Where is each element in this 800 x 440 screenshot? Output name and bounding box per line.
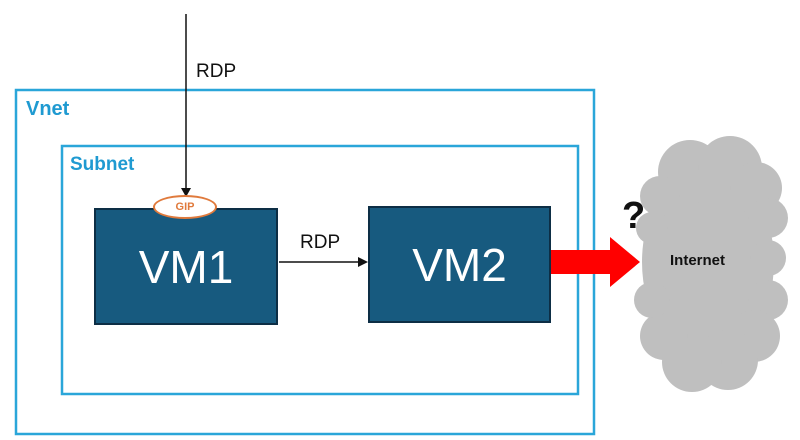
vm2-label: VM2 (412, 238, 507, 291)
question-mark: ? (622, 195, 646, 237)
internet-label: Internet (670, 252, 726, 269)
vm1-box[interactable]: VM1 (94, 208, 278, 325)
vm1-to-vm2-arrowhead (358, 257, 368, 267)
red-arrow-icon (551, 237, 640, 287)
rdp-internal-label: RDP (300, 232, 341, 253)
vm2-box[interactable]: VM2 (368, 206, 551, 323)
rdp-inbound-label: RDP (196, 61, 237, 82)
inbound-rdp-arrowhead (181, 188, 191, 197)
vnet-label: Vnet (26, 98, 70, 120)
gip-label: GIP (175, 201, 195, 213)
cloud-icon (634, 136, 788, 392)
gip-badge[interactable]: GIP (153, 195, 217, 219)
subnet-label: Subnet (70, 154, 135, 175)
vm1-label: VM1 (138, 240, 234, 293)
